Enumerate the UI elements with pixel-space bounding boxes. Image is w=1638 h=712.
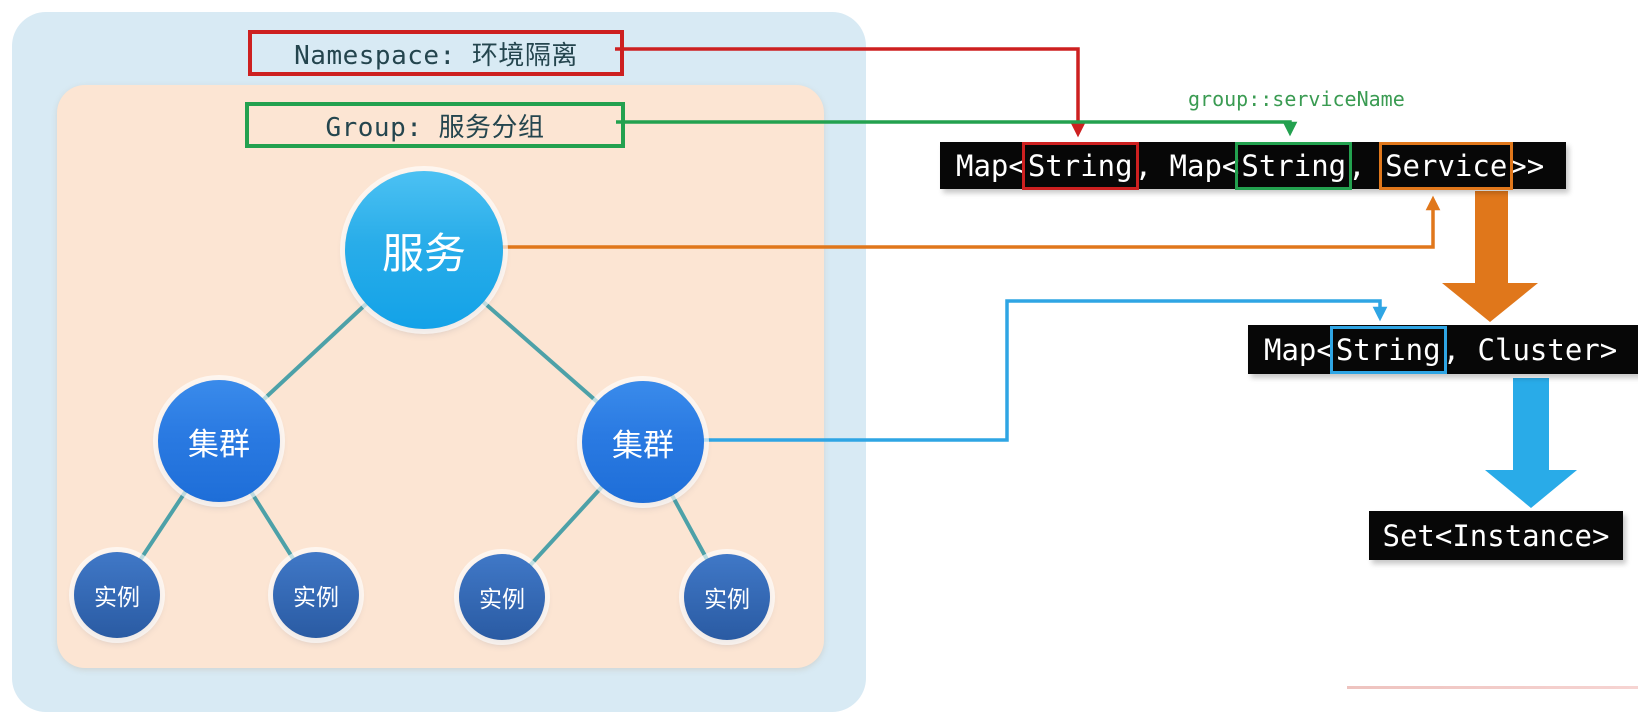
code-text: , Map< xyxy=(1134,148,1240,183)
cluster-node-right: 集群 xyxy=(582,381,704,503)
group-label-text: Group: 服务分组 xyxy=(325,112,545,143)
code-text: , Cluster> xyxy=(1442,332,1618,367)
group-connector-line xyxy=(616,120,1298,137)
instance-node-label: 实例 xyxy=(704,587,750,613)
orange-block-arrow-icon xyxy=(1442,191,1538,322)
cluster-node-label: 集群 xyxy=(612,427,674,464)
instance-node: 实例 xyxy=(74,552,160,638)
instance-node: 实例 xyxy=(459,554,545,640)
instance-node-label: 实例 xyxy=(479,587,525,613)
service-node-label: 服务 xyxy=(381,228,466,278)
code-set-instance: Set<Instance> xyxy=(1369,511,1623,560)
group-key-highlight: String xyxy=(1235,141,1352,190)
code-text: Set<Instance> xyxy=(1382,518,1610,553)
namespace-key-highlight: String xyxy=(1021,141,1139,190)
cluster-node-left: 集群 xyxy=(158,380,280,502)
service-connector-line xyxy=(460,195,1441,249)
service-value-highlight: Service xyxy=(1379,141,1514,190)
code-text: Map< xyxy=(1264,332,1334,367)
stray-red-line xyxy=(1347,686,1638,689)
diagram-canvas: Namespace: 环境隔离 Group: 服务分组 服务 集群 集群 实例 … xyxy=(12,12,1638,712)
group-label: Group: 服务分组 xyxy=(245,102,625,148)
instance-node-label: 实例 xyxy=(94,585,140,611)
instance-node: 实例 xyxy=(273,552,359,638)
cluster-key-highlight: String xyxy=(1329,325,1447,374)
namespace-label-text: Namespace: 环境隔离 xyxy=(294,40,578,71)
service-node: 服务 xyxy=(345,171,503,329)
blue-block-arrow-icon xyxy=(1485,378,1577,508)
namespace-connector-line xyxy=(615,47,1086,138)
group-servicename-annotation: group::serviceName xyxy=(1188,87,1405,111)
cluster-node-label: 集群 xyxy=(188,426,250,463)
namespace-label: Namespace: 环境隔离 xyxy=(248,30,624,76)
instance-node-label: 实例 xyxy=(293,585,339,611)
code-text: Map< xyxy=(956,148,1026,183)
instance-node: 实例 xyxy=(684,554,770,640)
cluster-connector-line xyxy=(690,299,1388,442)
code-text: , xyxy=(1348,148,1384,183)
code-text: >> xyxy=(1509,148,1545,183)
code-map-namespace: Map<String, Map<String, Service>> xyxy=(940,141,1566,190)
code-map-cluster: Map<String, Cluster> xyxy=(1248,325,1638,374)
